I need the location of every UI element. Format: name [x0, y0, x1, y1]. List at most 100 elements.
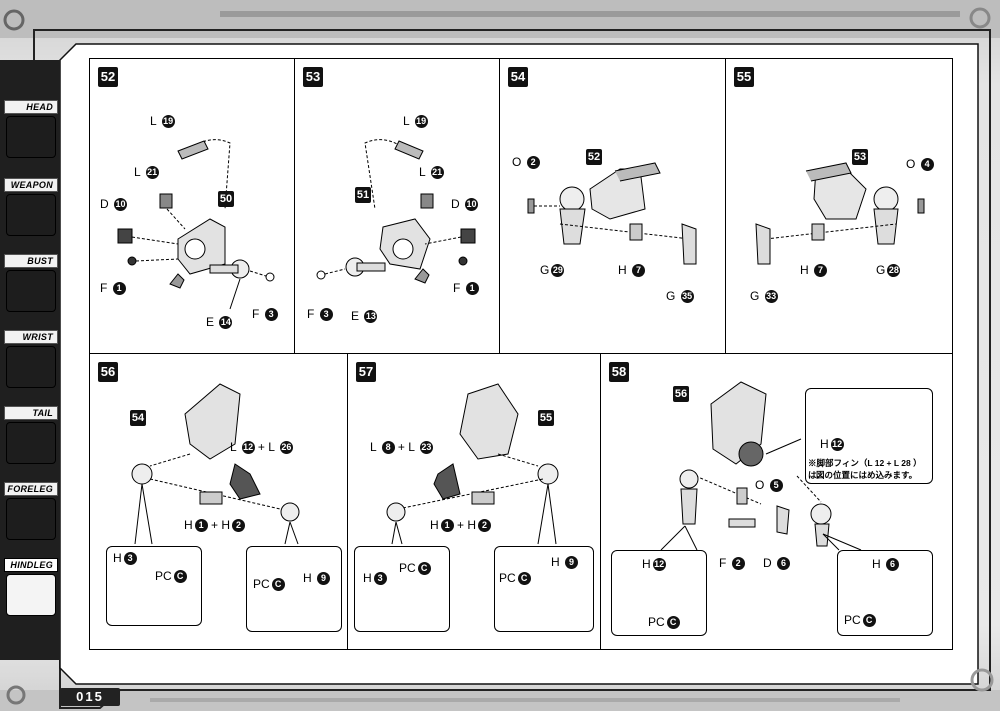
assembly-ref-52: 52	[586, 149, 602, 165]
wrist-thumbnail	[6, 346, 56, 388]
part-letter: G	[750, 289, 760, 303]
part-number: C	[271, 578, 285, 592]
part-number: 3	[319, 308, 333, 322]
part-letter: L	[408, 440, 415, 454]
assembly-number: 51	[355, 187, 371, 203]
part-number: 8	[381, 441, 395, 455]
note-text-line-1: ※脚部フィン（L 12 + L 28 ）は、	[808, 458, 922, 480]
part-number: 2	[232, 519, 246, 533]
fin-parts-label: L 12 + L 26	[230, 440, 293, 455]
part-number: 5	[769, 479, 783, 493]
sidebar-tab-label: FORELEG	[4, 482, 58, 496]
part-label-h6: H 6	[872, 557, 900, 572]
step-number: 57	[356, 362, 376, 382]
sidebar-tab-weapon[interactable]: WEAPON	[4, 178, 58, 236]
part-letter: F	[453, 281, 461, 295]
part-letter: G	[876, 263, 886, 277]
part-number: C	[417, 562, 431, 576]
assembly-ref-50: 50	[218, 191, 234, 207]
part-letter: G	[666, 289, 676, 303]
sidebar-tab-label: HINDLEG	[4, 558, 58, 572]
part-number: C	[862, 614, 876, 628]
part-number: 7	[814, 264, 828, 278]
weapon-thumbnail	[6, 194, 56, 236]
part-letter: E	[351, 309, 360, 323]
part-letter: PC	[253, 577, 270, 591]
part-number: 12	[830, 438, 844, 452]
sidebar-tab-label: WEAPON	[4, 178, 58, 192]
part-letter: H	[303, 571, 312, 585]
part-letter: G	[540, 263, 550, 277]
part-number: 1	[112, 282, 126, 296]
part-label-o2: O 2	[512, 155, 540, 170]
part-number: C	[173, 570, 187, 584]
step-55-diagram	[755, 162, 925, 265]
assembly-number: 53	[852, 149, 868, 165]
part-letter: H	[363, 571, 372, 585]
sidebar-tab-bust[interactable]: BUST	[4, 254, 58, 312]
part-number: 21	[430, 166, 444, 180]
part-number: 12	[241, 441, 255, 455]
step-52-diagram	[117, 139, 275, 310]
assembly-ref-55: 55	[538, 410, 554, 426]
part-number: 6	[886, 558, 900, 572]
step-number: 52	[98, 67, 118, 87]
tail-thumbnail	[6, 422, 56, 464]
part-number: 35	[680, 290, 694, 304]
step-number: 58	[609, 362, 629, 382]
assembly-ref-56: 56	[673, 386, 689, 402]
part-number: 26	[279, 441, 293, 455]
part-label-f2: F 2	[719, 556, 745, 571]
part-number: 9	[565, 556, 579, 570]
part-label-d6: D 6	[763, 556, 791, 571]
part-number: 1	[465, 282, 479, 296]
bust-thumbnail	[6, 270, 56, 312]
part-number: 19	[161, 115, 175, 129]
part-number: 9	[317, 572, 331, 586]
sidebar-tab-head[interactable]: HEAD	[4, 100, 58, 158]
part-letter: PC	[399, 561, 416, 575]
part-label-h7: H 7	[800, 263, 828, 278]
part-letter: L	[230, 440, 237, 454]
sidebar-tab-tail[interactable]: TAIL	[4, 406, 58, 464]
part-letter: F	[307, 307, 315, 321]
part-number: 3	[123, 552, 137, 566]
part-letter: PC	[155, 569, 172, 583]
sidebar-tab-wrist[interactable]: WRIST	[4, 330, 58, 388]
part-letter: H	[800, 263, 809, 277]
sidebar-tab-foreleg[interactable]: FORELEG	[4, 482, 58, 540]
part-letter: H	[221, 518, 231, 532]
part-label-d10: D 10	[100, 197, 128, 212]
part-number: C	[666, 616, 680, 630]
part-letter: O	[755, 478, 765, 492]
part-number: 19	[414, 115, 428, 129]
part-letter: D	[763, 556, 772, 570]
step-52-panel: 52 L 19 L 21 D 10 50 F 1 E 14 F 3	[89, 58, 295, 354]
part-label-f3: F 3	[307, 307, 333, 322]
part-number: 33	[764, 290, 778, 304]
fin-parts-label: L 8 + L 23	[370, 440, 433, 455]
sidebar-tab-hindleg[interactable]: HINDLEG	[4, 558, 58, 616]
hindleg-thumbnail	[6, 574, 56, 616]
part-letter: F	[719, 556, 727, 570]
step-53-panel: 53 L 19 L 21 D 10 51 F 3 E 13 F 1	[294, 58, 500, 354]
assembly-number: 56	[673, 386, 689, 402]
part-letter: H	[820, 437, 829, 451]
part-number: 4	[920, 158, 934, 172]
head-thumbnail	[6, 116, 56, 158]
